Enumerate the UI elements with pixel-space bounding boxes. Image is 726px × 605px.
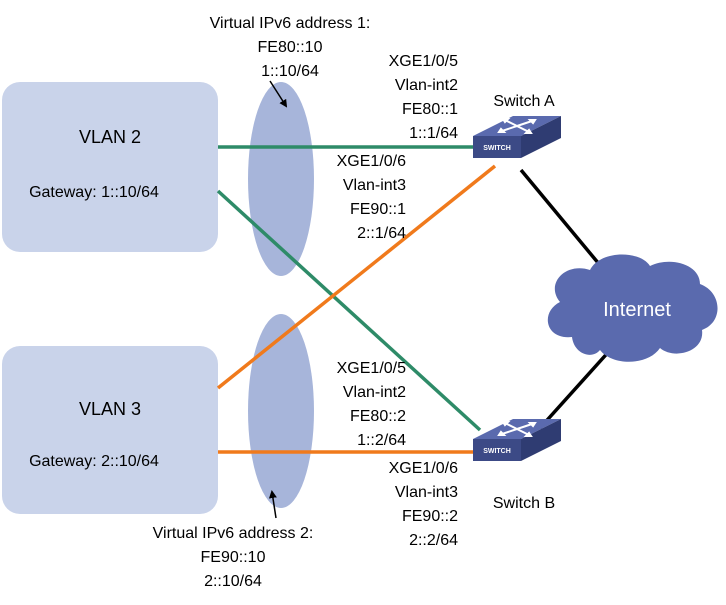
- switch-a-port2-addr: 2::1/64: [357, 225, 406, 242]
- internet-label: Internet: [603, 299, 671, 321]
- switch-a-badge: SWITCH: [483, 145, 511, 152]
- switch-a-port2-ll: FE90::1: [350, 201, 406, 218]
- switch-b-name: Switch B: [493, 495, 555, 512]
- vlan2-name: VLAN 2: [79, 127, 141, 147]
- vlan2-gateway: Gateway: 1::10/64: [29, 184, 159, 201]
- vip2-title: Virtual IPv6 address 2:: [153, 525, 314, 542]
- vlan3-box: [2, 346, 218, 514]
- switch-a-port2-vlan: Vlan-int3: [343, 177, 406, 194]
- switch-b-port2-ll: FE90::2: [402, 508, 458, 525]
- uplink-switch-a: [519, 168, 606, 272]
- internet-cloud: Internet: [547, 254, 718, 362]
- uplink-switch-b: [538, 346, 614, 430]
- vlan3-name: VLAN 3: [79, 399, 141, 419]
- vip2-addr: 2::10/64: [204, 573, 262, 590]
- vip1-ll: FE80::10: [258, 39, 323, 56]
- switch-a-port1-ll: FE80::1: [402, 101, 458, 118]
- switch-a-name: Switch A: [493, 93, 555, 110]
- vip1-addr: 1::10/64: [261, 63, 319, 80]
- vip2-pointer-arrow: [268, 490, 277, 519]
- switch-b-port1-if: XGE1/0/5: [337, 360, 406, 377]
- switch-b-icon: SWITCH: [473, 419, 561, 461]
- switch-a-icon: SWITCH: [473, 116, 561, 158]
- switch-a-port1-vlan: Vlan-int2: [395, 77, 458, 94]
- switch-b-port1-addr: 1::2/64: [357, 432, 406, 449]
- switch-a-port1-if: XGE1/0/5: [389, 53, 458, 70]
- switch-b-port2-if: XGE1/0/6: [389, 460, 458, 477]
- vlan3-gateway: Gateway: 2::10/64: [29, 453, 159, 470]
- switch-b-badge: SWITCH: [483, 448, 511, 455]
- switch-b-port2-addr: 2::2/64: [409, 532, 458, 549]
- switch-b-port2-vlan: Vlan-int3: [395, 484, 458, 501]
- link-vlan2-switch-b: [216, 189, 482, 432]
- switch-a-port1-addr: 1::1/64: [409, 125, 458, 142]
- vip2-ellipse: [248, 314, 314, 508]
- switch-b-port1-vlan: Vlan-int2: [343, 384, 406, 401]
- switch-a-port2-if: XGE1/0/6: [337, 153, 406, 170]
- link-vlan3-switch-a: [216, 164, 497, 390]
- switch-b-port1-ll: FE80::2: [350, 408, 406, 425]
- vip1-ellipse: [248, 82, 314, 276]
- vip2-ll: FE90::10: [201, 549, 266, 566]
- vlan2-box: [2, 82, 218, 252]
- vip1-title: Virtual IPv6 address 1:: [210, 15, 371, 32]
- vip1-pointer-arrow: [269, 80, 288, 108]
